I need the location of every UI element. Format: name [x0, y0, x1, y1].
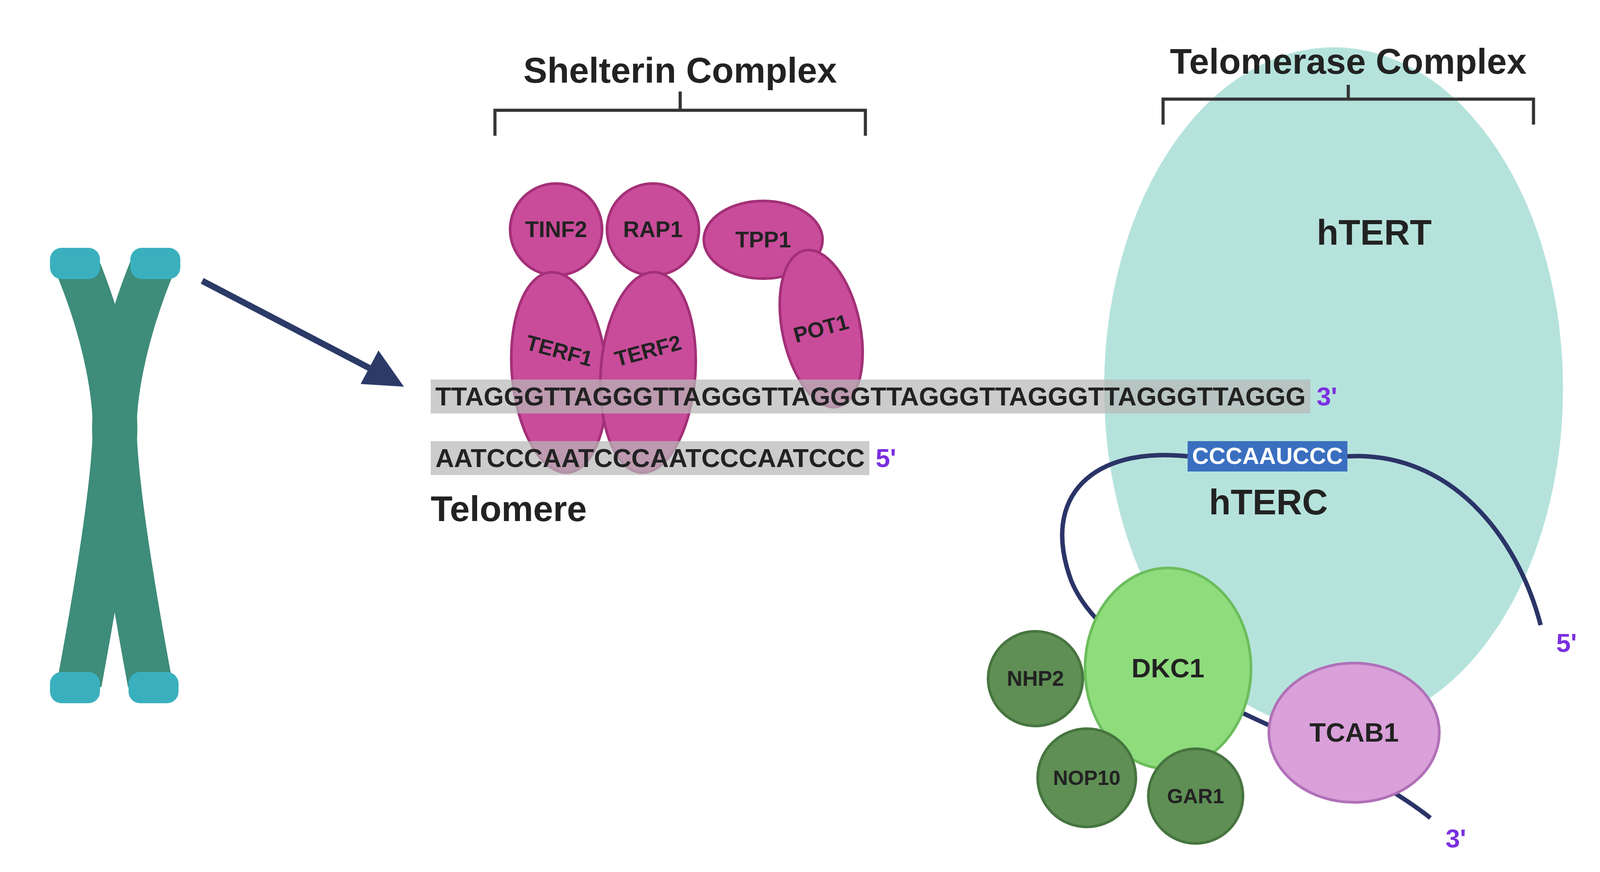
strand-end: 5' — [1556, 628, 1577, 657]
dna-strand: AATCCCAATCCCAATCCCAATCCC — [430, 440, 870, 475]
protein-circle: NOP10 — [1035, 726, 1138, 829]
chromatid — [78, 267, 116, 683]
group-heading: Telomerase Complex — [1170, 41, 1527, 82]
node-label: AATCCCAATCCCAATCCCAATCCC — [435, 443, 865, 473]
node-label: GAR1 — [1167, 784, 1225, 808]
protein-circle: TINF2 — [508, 181, 604, 278]
node-label: DKC1 — [1131, 653, 1205, 683]
part-name: hTERC — [1209, 482, 1329, 522]
telomere-cap — [49, 671, 100, 703]
node-label: hTERT — [1316, 212, 1432, 253]
arrow-head — [360, 350, 404, 387]
shape-fill — [988, 631, 1083, 726]
node-label: TPP1 — [735, 227, 791, 253]
group-heading: Shelterin Complex — [523, 50, 837, 91]
rna-template: CCCAAUCCC — [1187, 440, 1348, 472]
node-label: CCCAAUCCC — [1192, 443, 1343, 469]
node-label: NOP10 — [1053, 766, 1121, 790]
protein-circle: GAR1 — [1146, 746, 1245, 845]
telomere-cap — [130, 247, 181, 279]
chromatid — [114, 267, 152, 683]
protein-circle: NHP2 — [986, 629, 1085, 728]
part-name: Telomere — [430, 489, 587, 529]
telomere-cap — [128, 671, 179, 703]
node-label: TTAGGGTTAGGGTTAGGGTTAGGGTTAGGGTTAGGGTTAG… — [435, 382, 1306, 411]
bracket — [494, 91, 866, 136]
shape-fill — [1037, 728, 1136, 827]
pointer-arrow — [202, 280, 380, 374]
node-label: NHP2 — [1006, 666, 1064, 691]
protein-ellipse: TCAB1 — [1267, 660, 1442, 804]
shape-fill — [606, 183, 699, 276]
shape-fill — [1268, 662, 1440, 803]
shape-fill — [1148, 748, 1243, 844]
strand-end: 5' — [875, 443, 897, 473]
node-label: RAP1 — [623, 217, 683, 242]
strand-end: 3' — [1316, 382, 1338, 411]
node-label: TINF2 — [525, 217, 588, 242]
telomere-cap — [49, 247, 100, 279]
node-label: TCAB1 — [1309, 717, 1399, 748]
chromosome — [49, 247, 181, 703]
strand-end: 3' — [1445, 823, 1467, 853]
protein-circle: RAP1 — [605, 181, 701, 278]
shape-fill — [510, 183, 603, 276]
dna-strand: TTAGGGTTAGGGTTAGGGTTAGGGTTAGGGTTAGGGTTAG… — [430, 379, 1311, 414]
